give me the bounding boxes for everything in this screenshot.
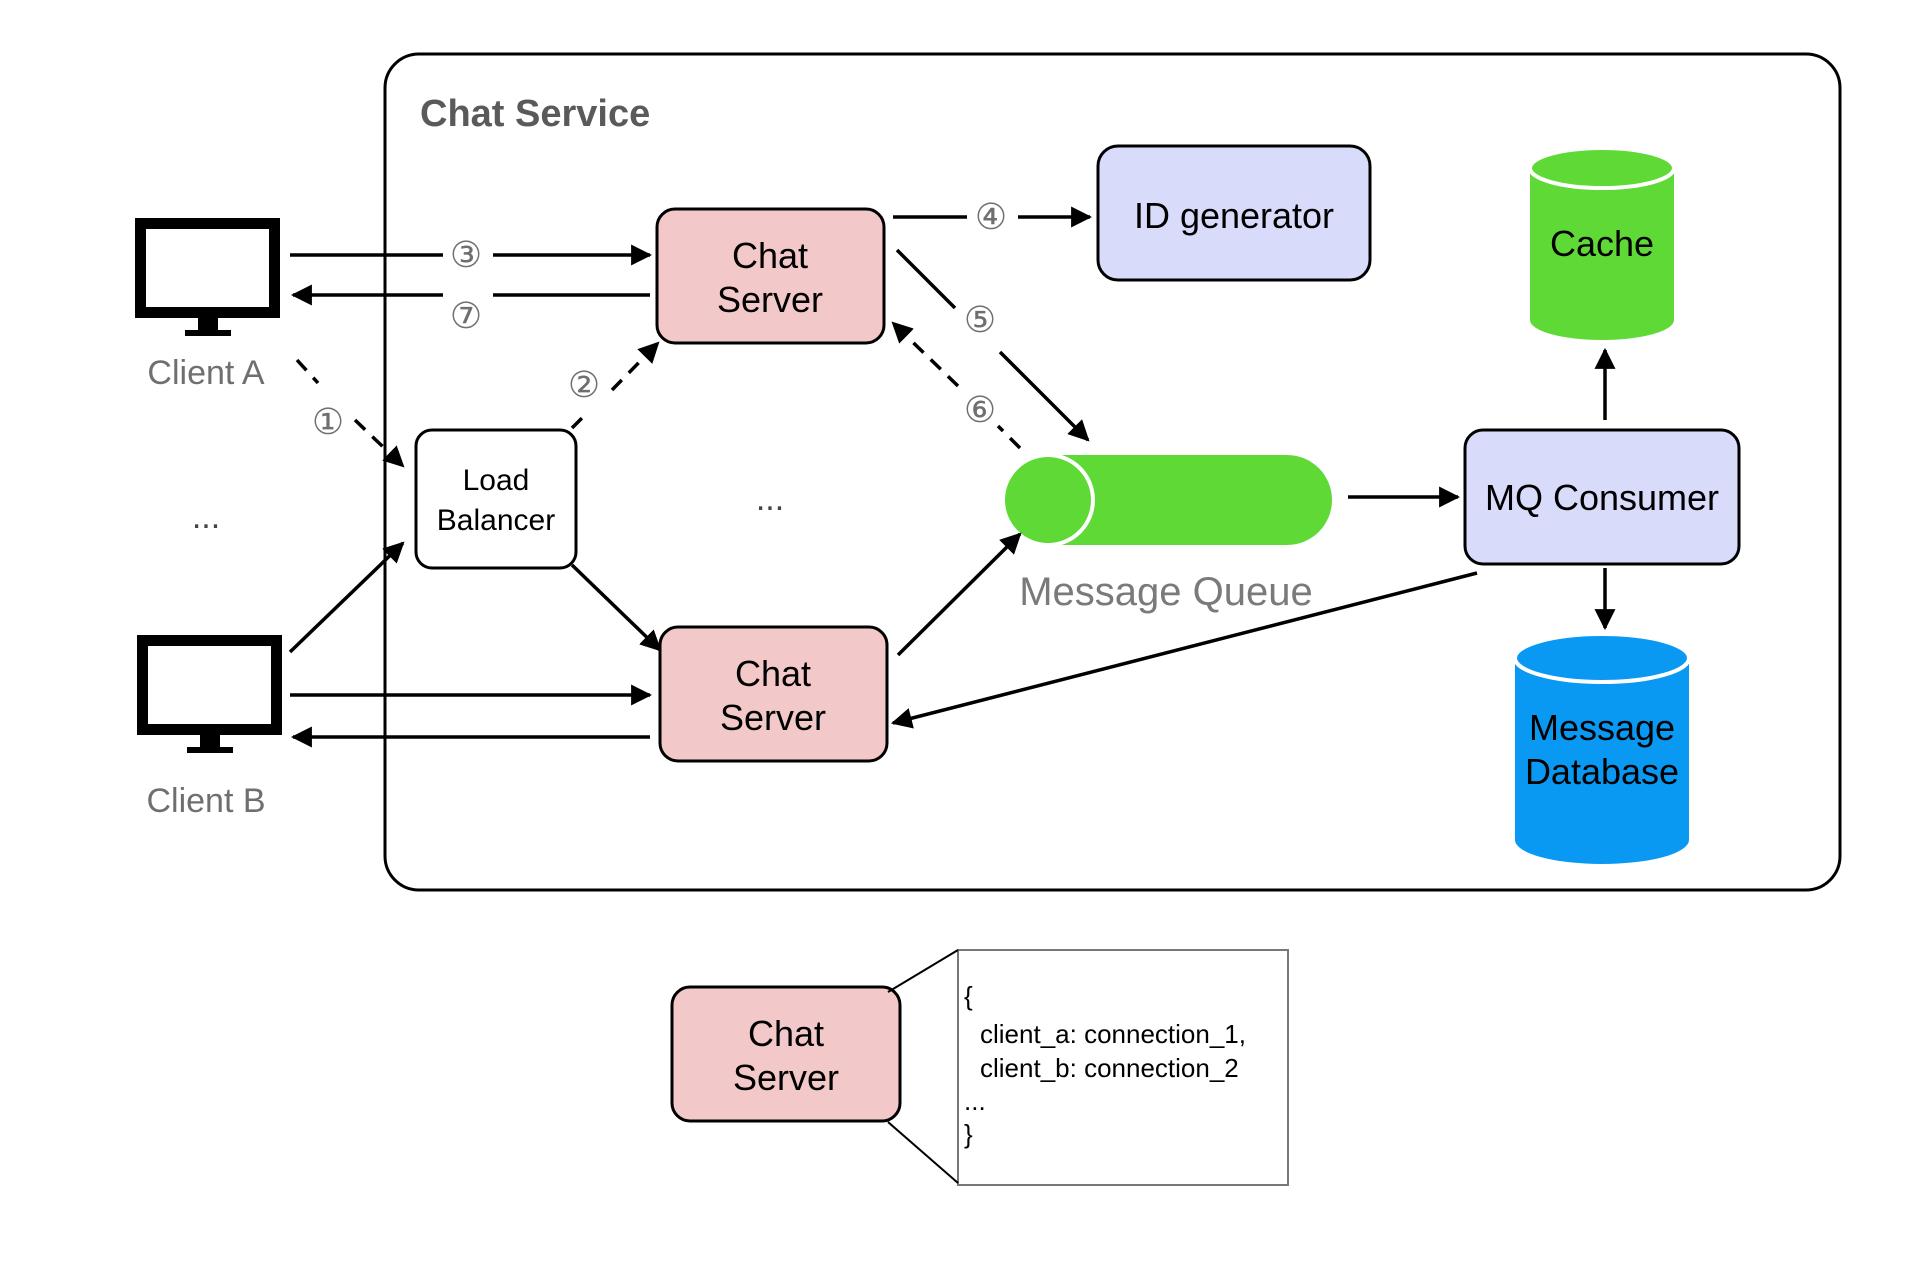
connection-map-line1: client_a: connection_1, — [980, 1019, 1246, 1049]
message-database-line1: Message — [1529, 707, 1675, 748]
clients-ellipsis: ... — [192, 498, 220, 536]
arrow-client-b-to-lb — [288, 541, 405, 654]
connection-map-close: } — [964, 1119, 973, 1149]
message-queue-cylinder — [1001, 453, 1332, 547]
callout-line-top — [887, 949, 959, 993]
id-generator-label: ID generator — [1134, 195, 1334, 236]
chat-server-detail-line2: Server — [733, 1057, 839, 1098]
arrow-lb-to-server-bottom — [570, 563, 662, 652]
id-generator-box — [1096, 144, 1372, 282]
connection-map-more: ... — [964, 1086, 986, 1116]
step-5-label: ⑤ — [964, 300, 996, 341]
client-b-label: Client B — [146, 782, 265, 820]
arrow-step5-a — [895, 248, 957, 310]
client-a-label: Client A — [147, 354, 264, 392]
chat-server-bottom-line2: Server — [720, 697, 826, 738]
step-2-label: ② — [568, 365, 600, 406]
chat-server-top-line2: Server — [717, 279, 823, 320]
arrow-consumer-to-server-bottom — [890, 571, 1478, 729]
chat-server-detail-line1: Chat — [748, 1013, 824, 1054]
chat-server-detail-box — [670, 985, 902, 1123]
arrow-step1-b — [353, 418, 405, 468]
arrow-server-bottom-to-queue — [896, 532, 1022, 657]
chat-server-top-box — [655, 207, 886, 345]
monitor-icon — [135, 218, 280, 336]
step-1-label: ① — [312, 402, 344, 443]
chat-server-top-line1: Chat — [732, 235, 808, 276]
arrow-step1-a — [295, 358, 320, 385]
message-database-line2: Database — [1525, 751, 1679, 792]
service-title: Chat Service — [420, 93, 650, 135]
load-balancer-box — [414, 428, 578, 570]
arrow-step6-a — [996, 424, 1022, 450]
load-balancer-label-line1: Load — [463, 464, 530, 497]
connection-map-line2: client_b: connection_2 — [980, 1053, 1239, 1083]
cache-cylinder — [1528, 146, 1676, 340]
servers-ellipsis: ... — [756, 480, 784, 518]
mq-consumer-box — [1463, 428, 1741, 566]
callout-line-bottom — [887, 1121, 959, 1184]
monitor-icon — [137, 635, 282, 753]
step-6-label: ⑥ — [964, 390, 996, 431]
chat-server-bottom-box — [658, 625, 889, 763]
chat-server-bottom-line1: Chat — [735, 653, 811, 694]
arrow-step5-b — [998, 350, 1090, 442]
step-7-label: ⑦ — [450, 296, 482, 337]
step-4-label: ④ — [975, 197, 1007, 238]
connection-map-box — [957, 949, 1289, 1186]
cache-label: Cache — [1550, 223, 1654, 264]
arrow-step2-a — [570, 413, 587, 430]
message-queue-label: Message Queue — [1019, 570, 1313, 614]
step-3-label: ③ — [450, 235, 482, 276]
arrow-step2-b — [610, 341, 660, 392]
chat-service-container — [383, 52, 1842, 892]
message-database-cylinder — [1513, 632, 1691, 864]
arrow-step6-b — [891, 321, 960, 388]
load-balancer-label-line2: Balancer — [437, 504, 555, 537]
mq-consumer-label: MQ Consumer — [1485, 477, 1719, 518]
connection-map-open: { — [964, 981, 973, 1011]
